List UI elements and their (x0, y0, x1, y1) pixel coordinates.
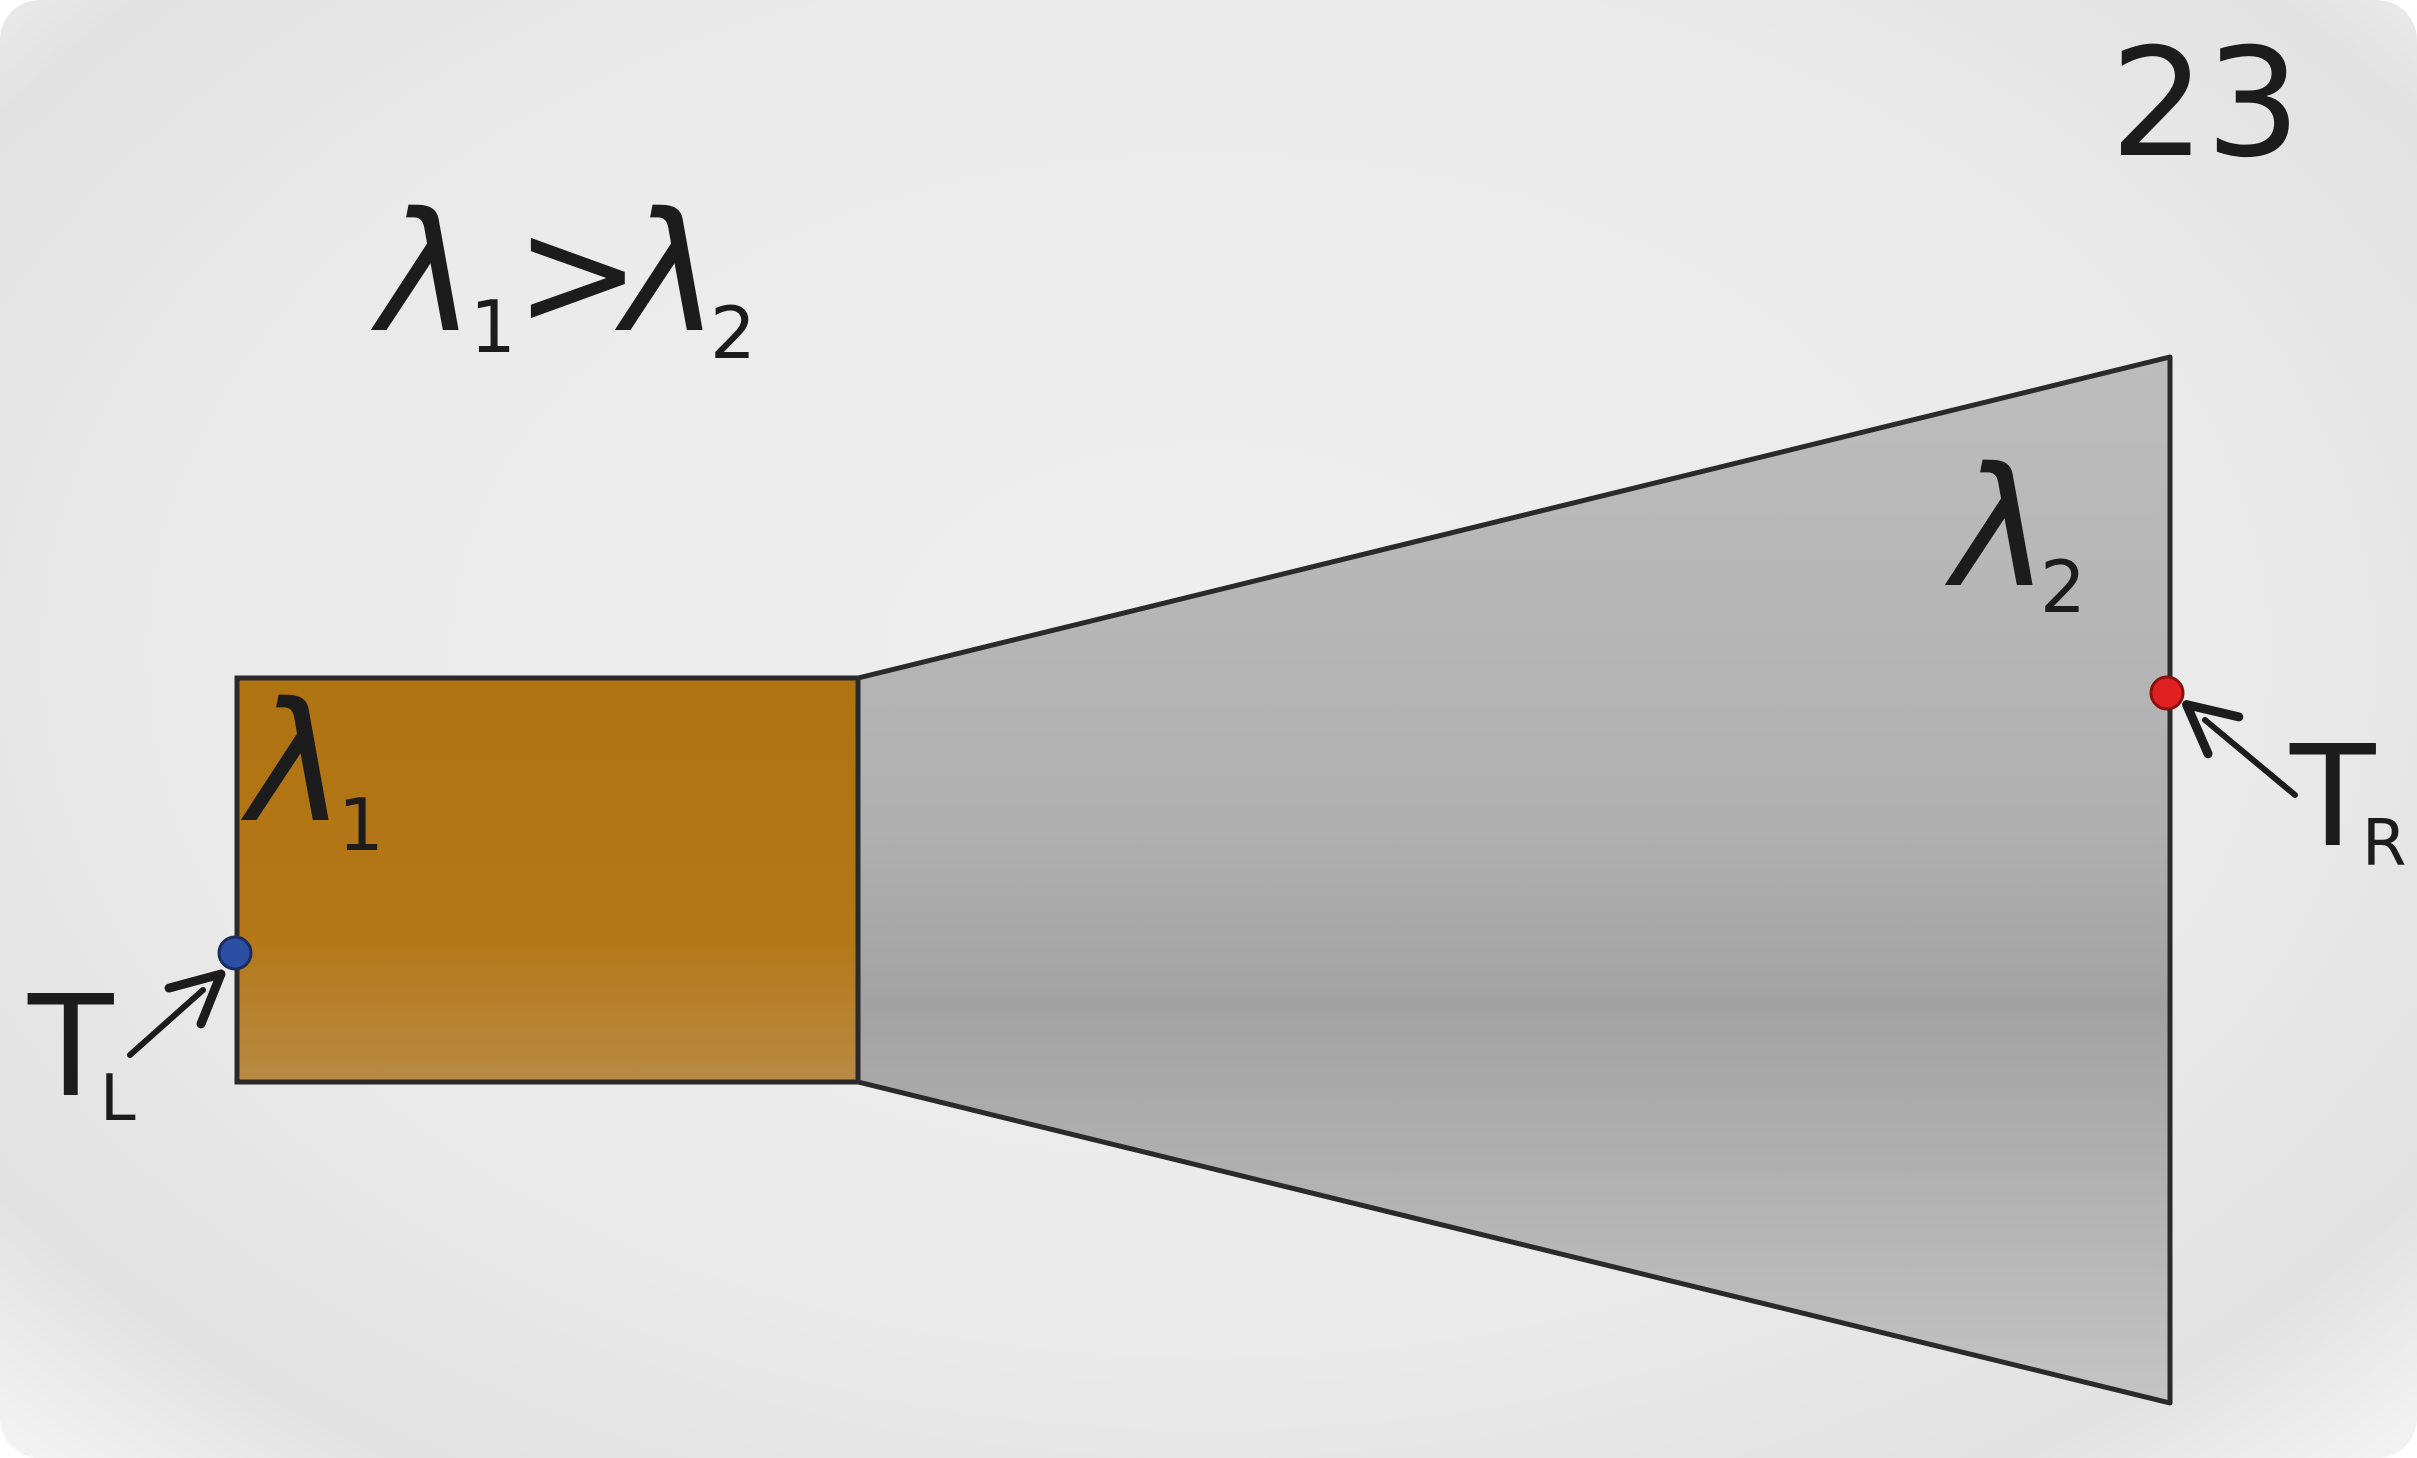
relation-label: λ 1 > λ 2 (370, 177, 756, 375)
relation-right-subscript: 2 (710, 291, 756, 375)
material-2-subscript: 2 (2040, 545, 2086, 629)
material-2-label: λ 2 (1944, 432, 2086, 629)
relation-right-symbol: λ (614, 177, 720, 369)
relation-left-subscript: 1 (470, 285, 516, 369)
right-boundary-arrow (2182, 700, 2298, 798)
right-boundary-point (2149, 675, 2185, 711)
left-boundary-arrow (127, 969, 226, 1058)
slide-number: 23 (2110, 17, 2301, 191)
material-1-label: λ 1 (240, 667, 384, 867)
material-1-subscript: 1 (338, 783, 384, 867)
right-boundary-symbol: T (2289, 716, 2376, 879)
left-boundary-symbol: T (27, 966, 114, 1129)
material-2-symbol: λ (1944, 432, 2050, 624)
left-boundary-subscript: L (100, 1062, 136, 1136)
right-boundary-subscript: R (2362, 807, 2406, 881)
material-1-symbol: λ (240, 667, 346, 859)
relation-left-symbol: λ (370, 177, 476, 369)
relation-operator: > (515, 187, 641, 361)
left-boundary-label: T L (27, 966, 136, 1136)
material-1-region (234, 675, 861, 1085)
left-boundary-point (217, 935, 253, 971)
right-boundary-label: T R (2289, 716, 2406, 881)
